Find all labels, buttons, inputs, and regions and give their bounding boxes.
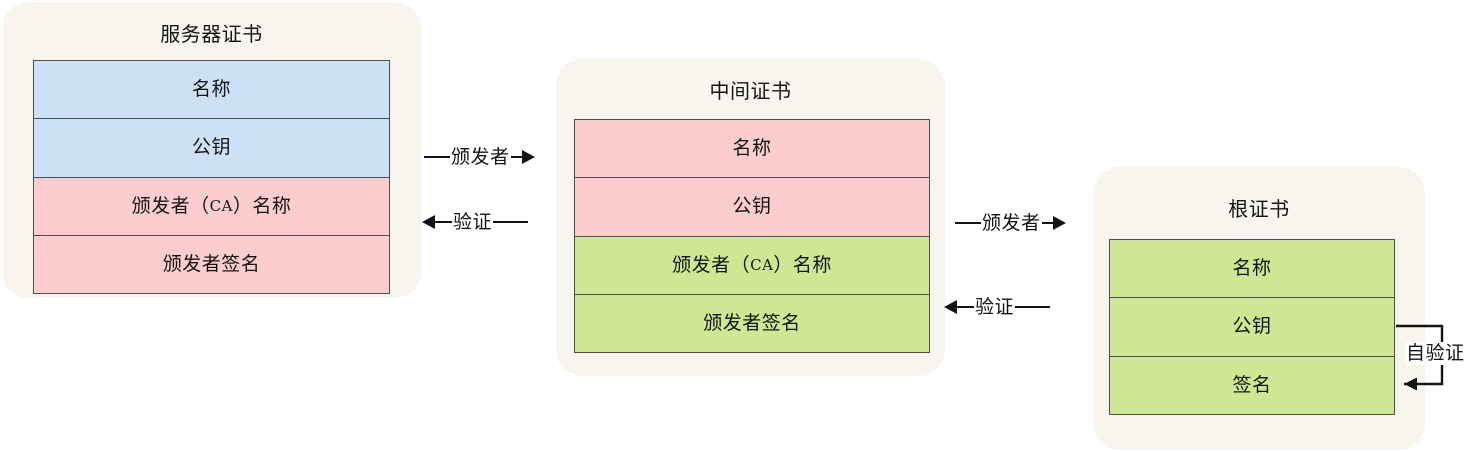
field-row-issuer-signature: 颁发者签名 xyxy=(34,235,389,293)
field-row-issuer-name: 颁发者（CA）名称 xyxy=(34,177,389,236)
field-table-intermediate-certificate: 名称 公钥 颁发者（CA）名称 颁发者签名 xyxy=(574,119,930,353)
connector-label: 验证 xyxy=(975,295,1015,318)
field-label-prefix: 颁发者（ xyxy=(131,194,210,217)
connector-line xyxy=(955,222,981,224)
field-label-prefix: 颁发者（ xyxy=(672,253,751,276)
field-label: 颁发者签名 xyxy=(162,252,261,275)
self-loop-root-self-verify: 自验证 xyxy=(1390,318,1465,394)
field-row-public-key: 公钥 xyxy=(575,178,929,237)
field-label: 公钥 xyxy=(732,195,772,218)
card-server-certificate: 服务器证书 名称 公钥 颁发者（CA）名称 颁发者签名 xyxy=(2,2,421,298)
field-row-signature: 签名 xyxy=(1110,356,1394,414)
connector-label: 颁发者 xyxy=(451,145,510,168)
arrow-right-icon xyxy=(1052,216,1066,230)
arrow-left-icon xyxy=(422,215,435,229)
field-label-suffix: ）名称 xyxy=(232,194,292,217)
connector-root-to-intermediate-verify: 验证 xyxy=(944,296,1090,318)
field-label: 名称 xyxy=(732,137,772,160)
connector-intermediate-to-root-issuer: 颁发者 xyxy=(955,212,1092,234)
connector-line xyxy=(493,221,529,223)
field-label: 名称 xyxy=(191,78,231,101)
arrow-left-icon xyxy=(1404,377,1417,391)
field-row-name: 名称 xyxy=(34,61,389,120)
field-row-name: 名称 xyxy=(575,120,929,179)
connector-line xyxy=(435,221,452,223)
card-title-server-certificate: 服务器证书 xyxy=(160,22,263,46)
field-row-public-key: 公钥 xyxy=(34,119,389,178)
connector-intermediate-to-server-verify: 验证 xyxy=(422,211,568,233)
field-row-issuer-name: 颁发者（CA）名称 xyxy=(575,236,929,295)
field-label: 签名 xyxy=(1232,373,1272,396)
connector-label: 验证 xyxy=(453,210,493,233)
field-row-name: 名称 xyxy=(1110,240,1394,299)
field-label-ca: CA xyxy=(209,196,233,215)
field-label-suffix: ）名称 xyxy=(773,253,832,276)
field-label-ca: CA xyxy=(750,255,774,274)
connector-line xyxy=(957,306,974,308)
card-root-certificate: 根证书 名称 公钥 签名 xyxy=(1093,167,1425,450)
connector-line xyxy=(424,156,450,158)
arrow-left-icon xyxy=(944,300,957,314)
connector-line xyxy=(510,156,522,158)
field-label: 名称 xyxy=(1232,257,1272,280)
field-label: 颁发者签名 xyxy=(703,311,801,334)
self-loop-label: 自验证 xyxy=(1406,342,1465,365)
connector-line xyxy=(1041,222,1053,224)
field-label: 公钥 xyxy=(191,136,231,159)
field-table-server-certificate: 名称 公钥 颁发者（CA）名称 颁发者签名 xyxy=(33,60,390,294)
connector-label: 颁发者 xyxy=(982,211,1041,234)
card-intermediate-certificate: 中间证书 名称 公钥 颁发者（CA）名称 颁发者签名 xyxy=(556,59,945,376)
arrow-right-icon xyxy=(521,150,535,164)
field-row-public-key: 公钥 xyxy=(1110,298,1394,357)
field-table-root-certificate: 名称 公钥 签名 xyxy=(1109,239,1395,415)
field-row-issuer-signature: 颁发者签名 xyxy=(575,294,929,352)
connector-server-to-intermediate-issuer: 颁发者 xyxy=(424,146,561,168)
card-title-root-certificate: 根证书 xyxy=(1228,197,1290,221)
connector-line xyxy=(1015,306,1051,308)
field-label: 公钥 xyxy=(1232,315,1272,338)
card-title-intermediate-certificate: 中间证书 xyxy=(709,79,792,103)
